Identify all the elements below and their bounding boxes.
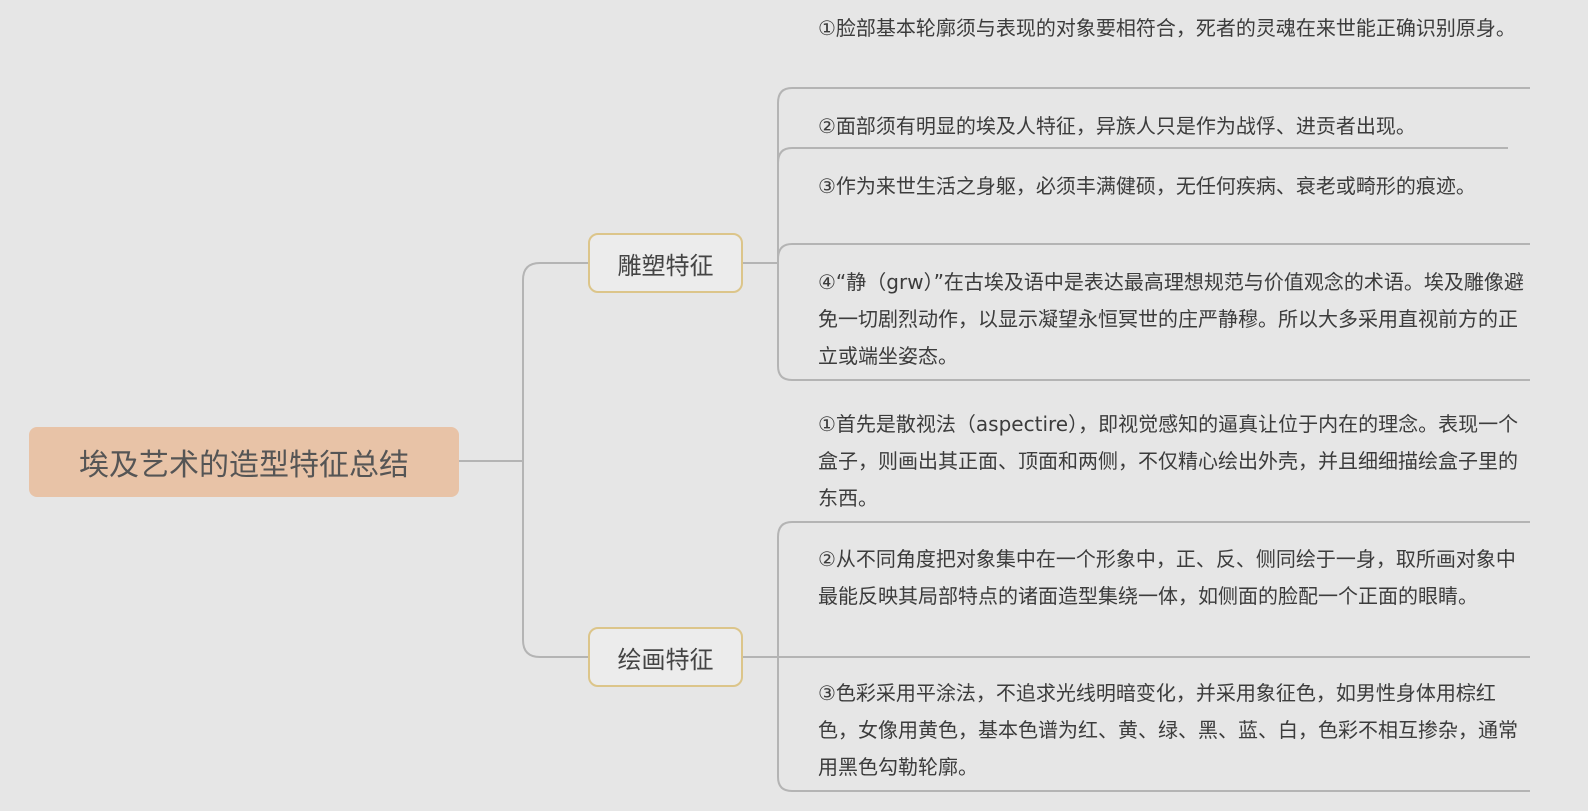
connector-sculpture-leaf-1: [777, 147, 1508, 164]
root-topic[interactable]: 埃及艺术的造型特征总结: [29, 427, 459, 497]
connector-sculpture-leaf-3: [777, 365, 1530, 381]
root-topic-label: 埃及艺术的造型特征总结: [79, 448, 409, 483]
sculpture-feature-2[interactable]: ②面部须有明显的埃及人特征，异族人只是作为战俘、进贡者出现。: [818, 114, 1416, 138]
painting-feature-2[interactable]: ②从不同角度把对象集中在一个形象中，正、反、侧同绘于一身，取所画对象中最能反映其…: [818, 547, 1516, 608]
connector-root-sculpture: [522, 262, 588, 658]
sculpture-feature-3[interactable]: ③作为来世生活之身躯，必须丰满健硕，无任何疾病、衰老或畸形的痕迹。: [818, 174, 1476, 198]
sculpture-feature-4[interactable]: ④“静（grw）”在古埃及语中是表达最高理想规范与价值观念的术语。埃及雕像避免一…: [818, 270, 1524, 368]
connector-painting-leaf-0: [777, 521, 1530, 538]
sculpture-feature-1[interactable]: ①脸部基本轮廓须与表现的对象要相符合，死者的灵魂在来世能正确识别原身。: [818, 16, 1516, 40]
connector-sculpture-leaf-0: [777, 87, 1530, 104]
branch-topic-sculpture[interactable]: 雕塑特征: [588, 233, 743, 293]
branch-topic-label: 雕塑特征: [617, 251, 714, 280]
connector-sculpture-leaf-2: [777, 243, 1530, 260]
connector-painting-leaf-2: [777, 776, 1530, 792]
painting-feature-3[interactable]: ③色彩采用平涂法，不追求光线明暗变化，并采用象征色，如男性身体用棕红色，女像用黄…: [818, 681, 1518, 779]
painting-feature-1[interactable]: ①首先是散视法（aspectire），即视觉感知的逼真让位于内在的理念。表现一个…: [818, 412, 1519, 510]
branch-topic-painting[interactable]: 绘画特征: [588, 627, 743, 687]
branch-topic-label: 绘画特征: [617, 645, 714, 674]
